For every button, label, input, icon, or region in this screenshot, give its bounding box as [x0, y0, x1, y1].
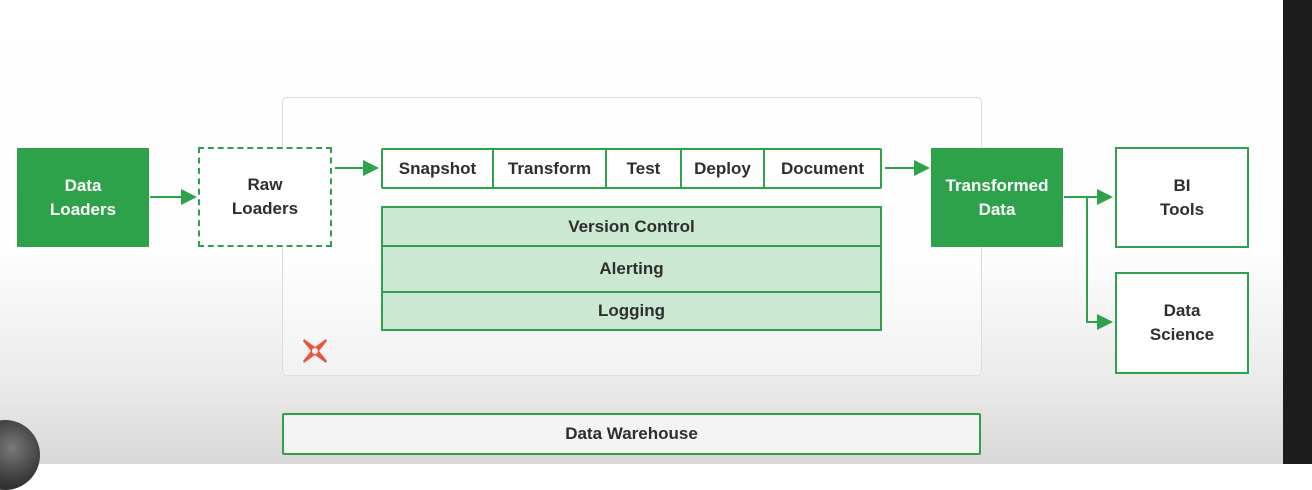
transformed-data-label: Transformed Data	[945, 175, 1049, 219]
workflow-steps-bar: Snapshot Transform Test Deploy Document	[381, 148, 882, 189]
raw-loaders-label: Raw Loaders	[231, 175, 299, 218]
layer-logging: Logging	[381, 291, 882, 331]
step-document: Document	[763, 150, 880, 187]
data-science-label: Data Science	[1149, 301, 1215, 344]
bi-tools-label: BI Tools	[1159, 175, 1205, 219]
bi-tools-box: BI Tools	[1115, 147, 1249, 248]
transformed-data-box: Transformed Data	[931, 148, 1063, 247]
flow-arrows	[150, 160, 1113, 330]
layer-version-control: Version Control	[381, 206, 882, 247]
step-deploy: Deploy	[680, 150, 763, 187]
architecture-diagram: Data Loaders Raw Loaders Snapshot Transf…	[17, 97, 1249, 455]
arrow-transformed-to-science	[1086, 197, 1113, 330]
data-loaders-box: Data Loaders	[17, 148, 149, 247]
data-loaders-label: Data Loaders	[49, 175, 117, 219]
step-test: Test	[605, 150, 680, 187]
data-warehouse-bar: Data Warehouse	[282, 413, 981, 455]
data-science-box: Data Science	[1115, 272, 1249, 374]
video-frame-edge	[1283, 0, 1312, 464]
dbt-logo-icon	[303, 339, 327, 363]
step-transform: Transform	[492, 150, 605, 187]
step-snapshot: Snapshot	[398, 158, 477, 178]
raw-loaders-box: Raw Loaders	[198, 147, 332, 247]
